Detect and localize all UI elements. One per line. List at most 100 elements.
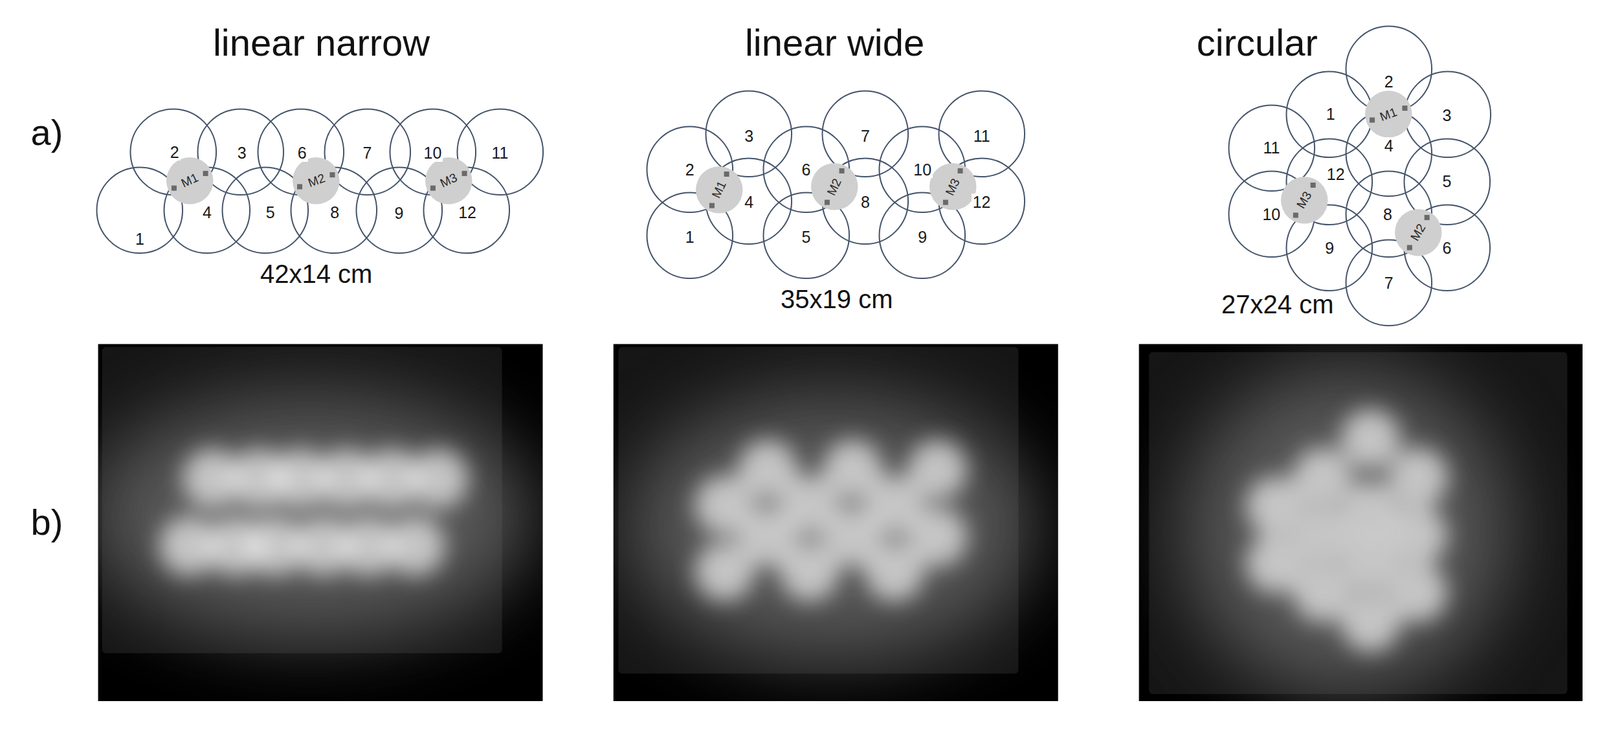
electrode-area — [292, 157, 340, 205]
position-number: 2 — [684, 161, 696, 178]
position-number: 6 — [800, 161, 812, 178]
heating-spot — [1341, 409, 1400, 468]
row-label: b) — [31, 503, 64, 542]
position-number: 9 — [1323, 239, 1336, 257]
diffuse-glow — [97, 392, 536, 638]
electrode-contact — [462, 170, 468, 177]
position-number: 6 — [296, 144, 309, 162]
image-ground — [1138, 343, 1583, 701]
position-number: 12 — [456, 203, 478, 221]
electrode-pair: M3 — [1280, 176, 1329, 224]
position-number: 11 — [490, 144, 511, 162]
electrode-contact — [709, 203, 715, 209]
position-number: 2 — [168, 143, 181, 161]
position-number: 8 — [1381, 205, 1394, 223]
position-number: 4 — [1383, 137, 1395, 155]
electrode-area — [695, 166, 744, 214]
electrode-contact — [957, 168, 964, 174]
coverage-image — [1138, 343, 1583, 701]
position-number: 4 — [743, 193, 755, 211]
position-number: 3 — [236, 144, 248, 162]
position-number: 4 — [201, 203, 213, 221]
electrode-pair: M2 — [292, 157, 340, 205]
electrode-area — [425, 157, 473, 205]
coverage-outline — [1286, 71, 1373, 158]
electrode-contact — [1402, 105, 1408, 111]
position-number: 12 — [971, 193, 993, 211]
position-number: 5 — [1441, 172, 1454, 190]
dimension-label: 42x14 cm — [260, 260, 373, 288]
electrode-area — [1394, 209, 1443, 257]
coverage-image — [612, 343, 1058, 701]
heating-spot — [908, 507, 967, 567]
coverage-outline — [1405, 71, 1492, 158]
electrode-contact — [297, 183, 303, 189]
heating-spot — [409, 448, 468, 508]
electrode-contact — [430, 185, 436, 191]
electrode-contact — [943, 200, 949, 206]
position-number: 3 — [743, 127, 755, 145]
heating-spots — [1245, 409, 1448, 652]
coverage-circle: 3 — [704, 89, 793, 178]
heating-spot — [385, 516, 445, 576]
electrode-area — [1280, 176, 1329, 224]
position-number: 7 — [859, 127, 872, 145]
position-number: 9 — [916, 228, 929, 246]
electrode-pair: M1 — [1365, 90, 1413, 138]
electrode-contact — [724, 171, 730, 177]
electrode-pair: M1 — [695, 166, 744, 214]
electrode-contact — [1292, 212, 1298, 218]
electrode-contact — [1369, 117, 1375, 123]
coverage-image — [97, 343, 543, 701]
electrode-pair: M2 — [1394, 209, 1443, 257]
electrode-label: M1 — [1378, 105, 1400, 124]
electrode-contact — [171, 185, 177, 191]
electrode-area — [1365, 90, 1413, 138]
position-number: 2 — [1383, 73, 1395, 90]
coverage-circle: 3 — [1403, 70, 1492, 159]
diffuse-glow — [627, 392, 1037, 659]
electrode-area — [166, 157, 214, 205]
heating-spots — [159, 448, 469, 576]
row-label: a) — [31, 113, 64, 153]
diffuse-glow — [1183, 367, 1511, 694]
electrode-label: M2 — [306, 171, 327, 190]
coverage-outline — [706, 90, 793, 177]
position-number: 8 — [328, 203, 341, 221]
electrode-area — [811, 163, 859, 211]
electrode-contact — [1424, 214, 1430, 221]
image-ground — [612, 343, 1058, 701]
position-number: 7 — [361, 144, 374, 162]
electrode-contact — [839, 168, 845, 174]
electrode-contact — [203, 170, 209, 177]
position-number: 10 — [911, 161, 933, 178]
heating-spot — [1388, 447, 1448, 507]
panel-title: circular — [1196, 23, 1318, 63]
position-number: 5 — [800, 228, 812, 246]
position-number: 1 — [684, 228, 696, 246]
electrode-pair: M3 — [929, 163, 977, 211]
electrode-contact — [330, 172, 336, 178]
position-number: 11 — [1261, 139, 1281, 156]
position-number: 11 — [972, 127, 992, 145]
position-number: 10 — [422, 144, 444, 162]
dimension-label: 35x19 cm — [780, 285, 893, 313]
electrode-contact — [824, 200, 830, 206]
phantom-sheet — [1148, 352, 1567, 694]
heating-spot — [908, 439, 967, 499]
position-number: 5 — [264, 203, 277, 221]
position-number: 10 — [1260, 205, 1282, 223]
heating-spots — [695, 439, 968, 601]
electrode-pair: M1 — [166, 157, 214, 205]
position-number: 3 — [1441, 106, 1454, 124]
position-number: 1 — [1324, 105, 1337, 123]
position-number: 6 — [1441, 239, 1454, 257]
panel-title: linear narrow — [212, 23, 430, 63]
position-number: 9 — [392, 204, 405, 222]
position-number: 8 — [859, 193, 872, 211]
dimension-label: 27x24 cm — [1221, 290, 1334, 318]
position-number: 12 — [1325, 165, 1347, 183]
position-number: 7 — [1383, 274, 1395, 292]
